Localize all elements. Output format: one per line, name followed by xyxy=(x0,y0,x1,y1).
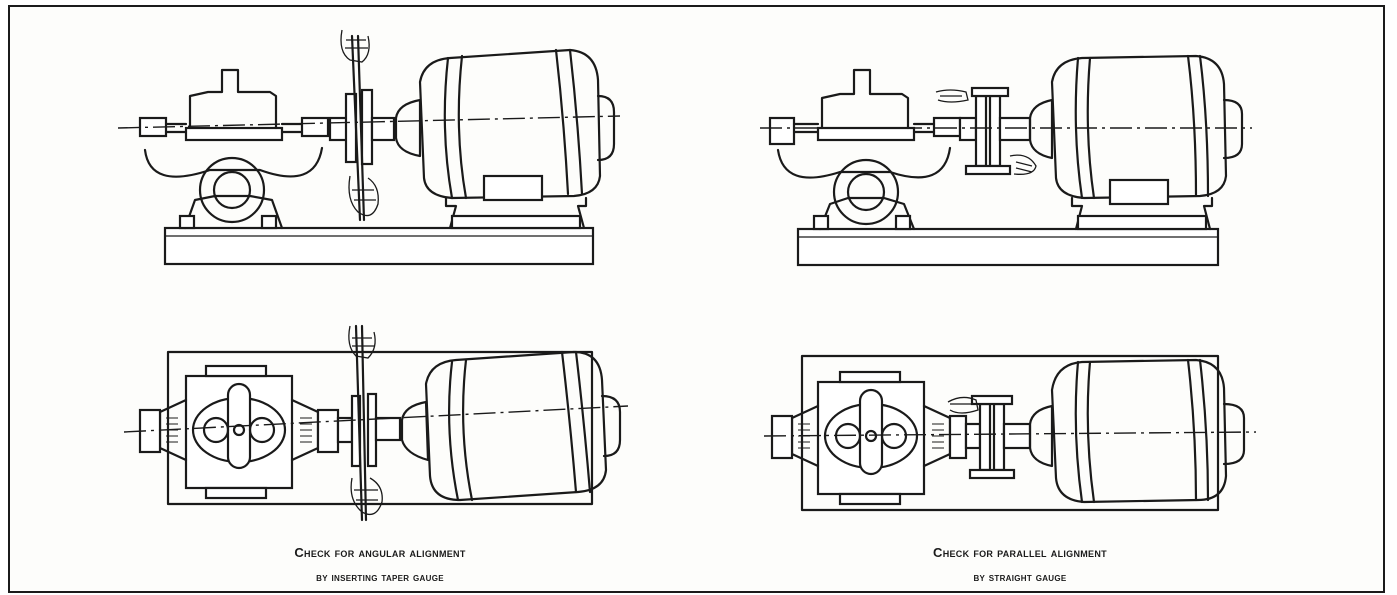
caption-angular-line2: by inserting taper gauge xyxy=(316,570,444,584)
hand-icon xyxy=(340,29,379,217)
pump-icon xyxy=(770,370,968,506)
taper-gauge-icon xyxy=(350,34,366,222)
caption-parallel-alignment: Check for parallel alignment by straight… xyxy=(760,541,1280,589)
pump-icon xyxy=(138,68,330,230)
hand-icon xyxy=(935,89,1037,175)
hand-icon xyxy=(348,325,383,516)
coupling-icon xyxy=(336,392,402,468)
side-view-angular xyxy=(117,29,621,266)
baseplate-icon xyxy=(796,227,1220,267)
motor-icon xyxy=(394,48,616,230)
side-view-parallel xyxy=(760,54,1252,267)
straight-gauge-icon xyxy=(968,394,1016,480)
pump-icon xyxy=(138,364,340,500)
motor-icon xyxy=(1028,358,1246,504)
caption-parallel-line2: by straight gauge xyxy=(973,570,1067,584)
baseplate-icon xyxy=(800,354,1220,512)
caption-angular-line1: Check for angular alignment xyxy=(294,545,466,560)
baseplate-icon xyxy=(163,226,595,266)
top-view-angular xyxy=(123,324,629,522)
caption-parallel-line1: Check for parallel alignment xyxy=(933,545,1107,560)
top-view-parallel xyxy=(763,354,1257,512)
motor-icon xyxy=(1028,54,1244,231)
hand-icon xyxy=(947,396,979,414)
motor-icon xyxy=(400,350,622,502)
pump-icon xyxy=(768,68,962,231)
caption-angular-alignment: Check for angular alignment by inserting… xyxy=(120,541,640,589)
straight-gauge-icon xyxy=(964,86,1012,176)
coupling-icon xyxy=(964,402,1032,472)
baseplate-icon xyxy=(166,350,594,506)
taper-gauge-icon xyxy=(354,324,368,522)
